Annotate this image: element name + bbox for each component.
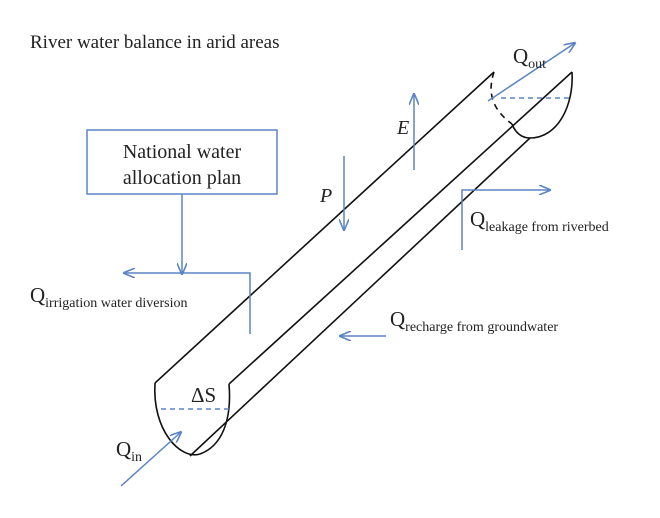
- diagram-title: River water balance in arid areas: [30, 32, 280, 53]
- channel-right-edge: [228, 71, 573, 385]
- allocation-plan-box: National water allocation plan: [86, 129, 278, 195]
- q-leakage-label: Qleakage from riverbed: [470, 207, 609, 235]
- allocation-plan-line1: National water: [123, 141, 242, 163]
- leakage-arrow: [461, 190, 550, 250]
- channel-bottom-edge: [189, 137, 531, 457]
- evaporation-label: E: [396, 117, 409, 139]
- outflow-arrow: [487, 43, 575, 102]
- allocation-plan-line2: allocation plan: [123, 167, 241, 189]
- channel-front-cross-section: [154, 382, 231, 456]
- q-irrigation-label: Qirrigation water diversion: [30, 283, 187, 311]
- irrigation-diversion-arrow: [124, 273, 251, 334]
- storage-change-label: ΔS: [191, 383, 216, 407]
- channel-left-edge: [154, 71, 495, 384]
- precipitation-label: P: [319, 185, 332, 207]
- inflow-arrow: [120, 432, 181, 487]
- q-in-label: Qin: [116, 437, 142, 465]
- q-recharge-label: Qrecharge from groundwater: [390, 307, 558, 335]
- q-out-label: Qout: [513, 44, 546, 72]
- channel-back-cross-section-solid: [511, 71, 573, 139]
